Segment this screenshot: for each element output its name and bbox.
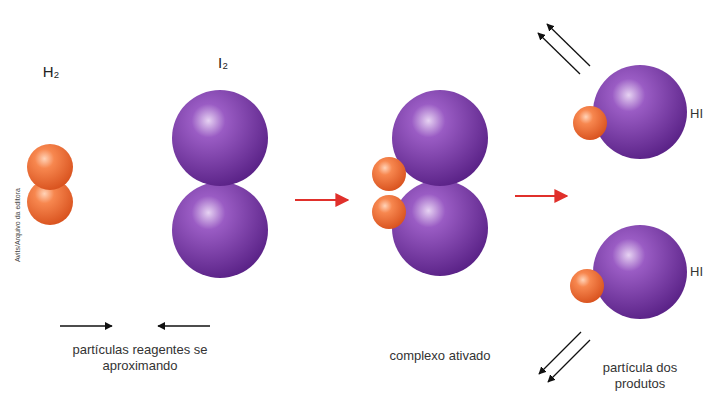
approach-arrows [60, 325, 210, 326]
reaction-arrow [515, 195, 567, 197]
credit-watermark: Avits/Arquivo da editora [14, 188, 22, 262]
caption-label: complexo ativado [385, 348, 495, 364]
activated-complex [372, 90, 488, 276]
reaction-arrow [295, 199, 348, 201]
hi-molecule [570, 225, 687, 319]
motion-arrows [538, 24, 590, 382]
molecule-label: HI [690, 264, 720, 280]
molecule-label: H₂ [36, 63, 66, 81]
hi-molecule [573, 65, 687, 159]
caption-label: partícula dos produtos [585, 360, 695, 391]
i2-molecule [172, 90, 268, 278]
h2-molecule [27, 144, 73, 225]
molecule-label: HI [690, 106, 720, 122]
molecule-label: I₂ [208, 54, 238, 72]
caption-label: partículas reagentes se aproximando [65, 342, 215, 373]
